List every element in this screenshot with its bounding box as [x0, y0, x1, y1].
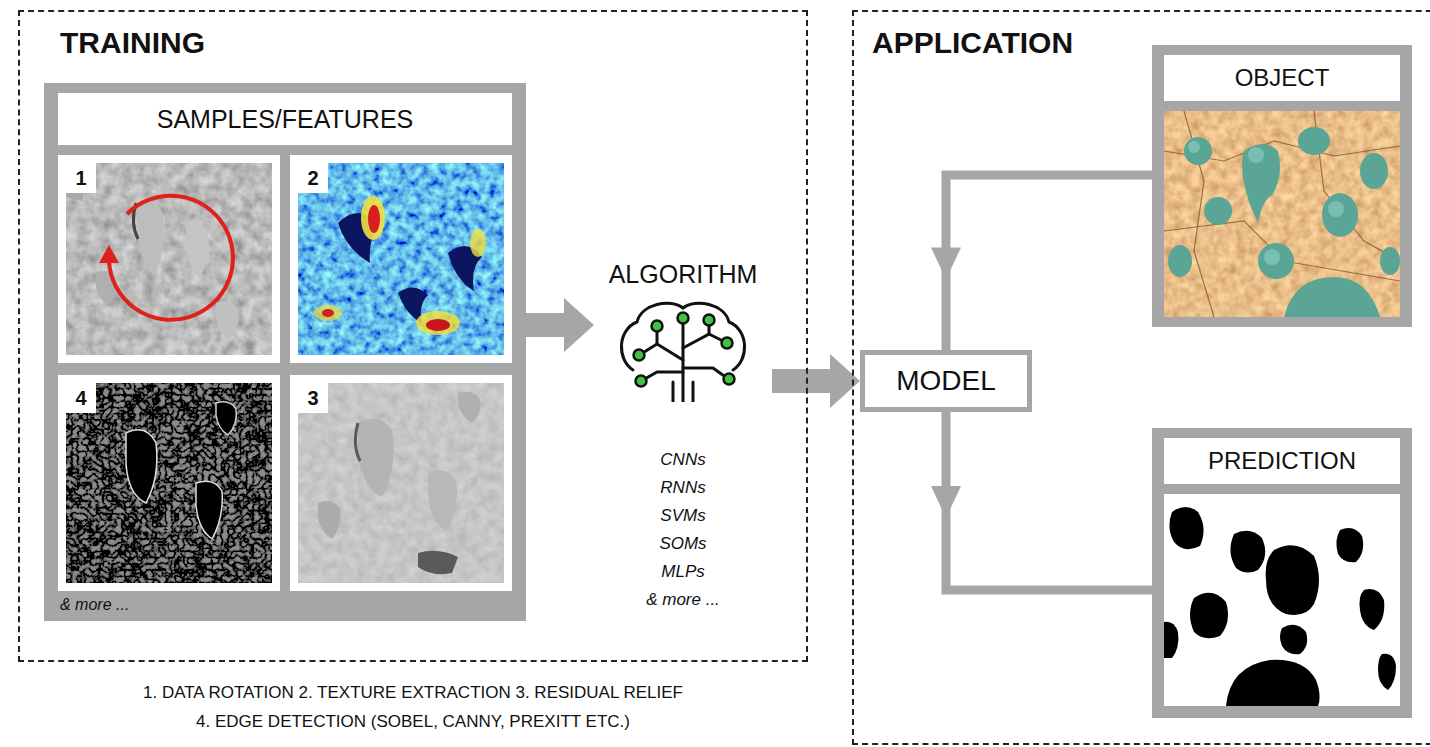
flow-arrow [931, 175, 1152, 350]
model-box: MODEL [860, 350, 1032, 412]
sample-tile: 2 [290, 155, 512, 363]
box-label: MODEL [865, 355, 1027, 407]
samples-panel: SAMPLES/FEATURES & more ... 1 2 4 3 [44, 83, 526, 621]
more-note: & more ... [60, 596, 129, 614]
algorithm-item: CNNs [594, 448, 772, 472]
texture-sample-image [298, 163, 504, 355]
algorithm-item: RNNs [594, 476, 772, 500]
prediction-box: PREDICTION [1152, 428, 1412, 718]
application-panel: APPLICATION OBJECT MODEL PREDICTION [852, 10, 1430, 745]
sample-tile: 4 [58, 375, 280, 591]
callout-number: 1 [66, 163, 96, 193]
prediction-image [1164, 494, 1400, 706]
box-header: PREDICTION [1164, 438, 1400, 484]
sample-tile: 1 [58, 155, 280, 363]
edge-sample-image [66, 383, 272, 583]
box-header: SAMPLES/FEATURES [58, 93, 512, 145]
algorithm-item: SOMs [594, 532, 772, 556]
relief-sample-image [298, 383, 504, 583]
callout-number: 2 [298, 163, 328, 193]
flow-arrow [526, 298, 594, 352]
training-panel: TRAINING SAMPLES/FEATURES & more ... 1 2 4… [18, 10, 808, 662]
panel-title: APPLICATION [872, 26, 1073, 60]
algorithm-item: MLPs [594, 560, 772, 584]
algorithm-group: ALGORITHM CNNsRNNsSVMsSOMsMLPs & more ... [594, 258, 772, 650]
object-image [1164, 111, 1400, 317]
flow-arrow [772, 354, 860, 408]
group-title: ALGORITHM [594, 258, 772, 290]
algorithm-icon [613, 298, 753, 402]
caption-line: 1. DATA ROTATION 2. TEXTURE EXTRACTION 3… [18, 680, 808, 706]
panel-title: TRAINING [60, 26, 205, 60]
algorithm-item: & more ... [594, 588, 772, 612]
callout-number: 3 [298, 383, 328, 413]
object-box: OBJECT [1152, 45, 1412, 327]
rotation-sample-image [66, 163, 272, 355]
caption-line: 4. EDGE DETECTION (SOBEL, CANNY, PREXITT… [18, 709, 808, 735]
flow-arrow [931, 412, 1152, 590]
callout-number: 4 [66, 383, 96, 413]
sample-tile: 3 [290, 375, 512, 591]
algorithm-item: SVMs [594, 504, 772, 528]
box-header: OBJECT [1164, 55, 1400, 101]
